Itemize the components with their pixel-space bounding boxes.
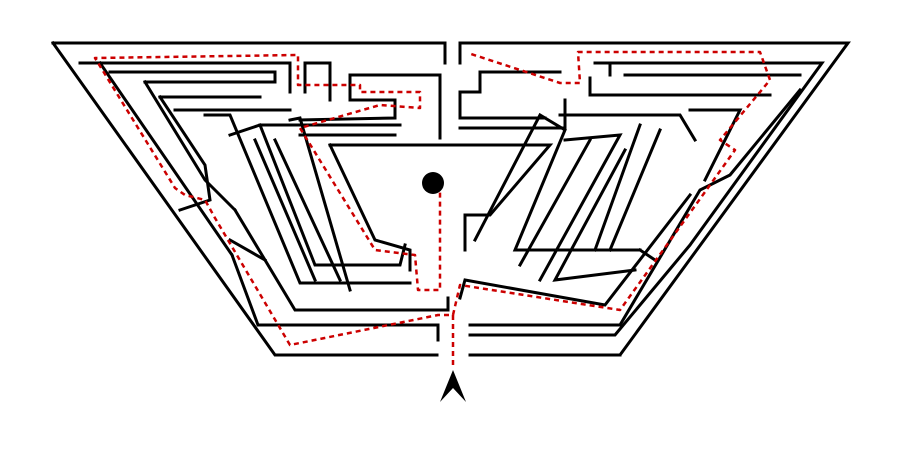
- wall-ring-4-right: [458, 98, 698, 307]
- outer-wall-bottom-left: [50, 40, 439, 357]
- wall-ring-2-left: [78, 60, 440, 342]
- solution-path: [93, 50, 772, 365]
- wall-ring-5-right: [472, 112, 658, 283]
- wall-ring-3-right: [468, 76, 803, 327]
- wall-zigzag-left: [253, 133, 397, 282]
- wall-zigzag-right: [517, 123, 662, 282]
- solution-path-segment: [93, 53, 455, 365]
- goal-marker: [422, 172, 444, 194]
- solution-path-segment: [451, 50, 772, 316]
- wall-center-room: [328, 143, 554, 272]
- wall-ring-4-left: [157, 94, 412, 285]
- entrance-arrow-icon: [440, 370, 466, 402]
- wall-ring-2-right: [468, 61, 825, 337]
- maze-walls: [50, 40, 851, 357]
- wall-center-top: [298, 70, 562, 140]
- wall-ring-5-left: [228, 116, 407, 292]
